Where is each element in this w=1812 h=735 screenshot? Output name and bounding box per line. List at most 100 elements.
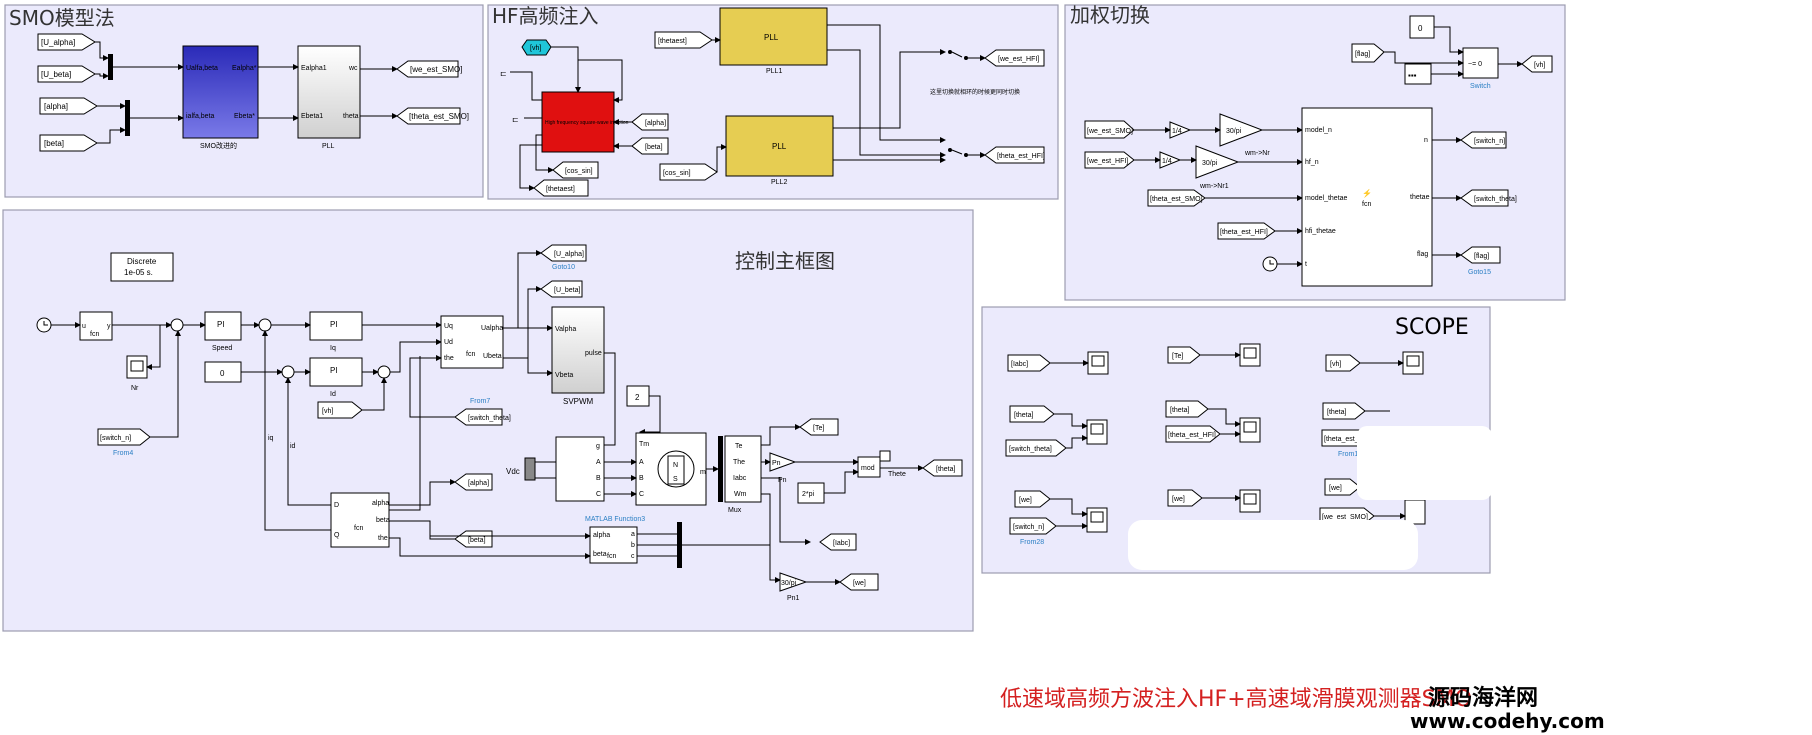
const-2pi-label: 2*pi bbox=[802, 491, 815, 498]
from-alpha-hf[interactable] bbox=[631, 113, 669, 131]
goto-u-alpha[interactable] bbox=[540, 244, 587, 262]
inv-park-ubeta: Ubeta bbox=[483, 353, 502, 360]
goto-u-beta[interactable] bbox=[540, 280, 583, 298]
inv-park-block[interactable] bbox=[440, 315, 504, 369]
from-vh-scope[interactable] bbox=[1325, 354, 1361, 372]
goto-te[interactable] bbox=[799, 418, 839, 436]
demux-bar[interactable] bbox=[718, 436, 723, 502]
from-we-est-smo[interactable] bbox=[1084, 120, 1135, 139]
inv-park-the: the bbox=[444, 355, 454, 362]
smo-block[interactable] bbox=[182, 45, 259, 139]
pll1-block[interactable] bbox=[719, 7, 828, 66]
from-theta-est-hfi-label: [theta_est_HFI] bbox=[1220, 229, 1268, 236]
from-vh-main[interactable] bbox=[317, 401, 363, 419]
from-switch-n-scope[interactable] bbox=[1009, 517, 1057, 535]
from-beta[interactable] bbox=[39, 134, 98, 152]
from-theta-scope-1[interactable] bbox=[1009, 405, 1055, 423]
powergui-discrete[interactable] bbox=[110, 252, 174, 282]
from-switch-theta-scope[interactable] bbox=[1005, 439, 1067, 457]
area-hf-title: HF高频注入 bbox=[492, 4, 599, 28]
goto-switch-n[interactable] bbox=[1460, 131, 1507, 149]
goto-we-est-hfi[interactable] bbox=[984, 49, 1045, 67]
from-u-alpha[interactable] bbox=[37, 33, 96, 51]
from-theta-est-smo[interactable] bbox=[1147, 189, 1206, 207]
sum-vh[interactable] bbox=[377, 365, 391, 379]
from-vh-hf[interactable] bbox=[521, 39, 552, 56]
fcn-out-flag: flag bbox=[1417, 251, 1428, 258]
from-alpha[interactable] bbox=[39, 97, 98, 115]
switch-caption: Switch bbox=[1470, 83, 1491, 90]
svpwm-block[interactable] bbox=[551, 306, 605, 394]
inverter-block[interactable] bbox=[555, 436, 605, 502]
goto-we-est-smo[interactable] bbox=[396, 60, 459, 78]
goto-we[interactable] bbox=[839, 573, 879, 591]
fcn-in-hf-n: hf_n bbox=[1305, 159, 1319, 166]
goto-cos-sin[interactable] bbox=[552, 161, 599, 179]
pll2-block[interactable] bbox=[725, 115, 834, 177]
pi-id[interactable] bbox=[309, 357, 363, 387]
from-we-scope-3[interactable] bbox=[1324, 478, 1361, 496]
from-theta-est-hfi[interactable] bbox=[1217, 222, 1276, 240]
sum-speed[interactable] bbox=[170, 318, 184, 332]
hf-injection-block[interactable] bbox=[541, 91, 615, 153]
smo-port-out1: Ealpha* bbox=[232, 65, 257, 72]
weight-fcn-block[interactable] bbox=[1301, 107, 1433, 287]
from-we-scope-1[interactable] bbox=[1014, 490, 1051, 508]
goto-switch-theta[interactable] bbox=[1460, 189, 1509, 207]
smo-port-out2: Ebeta* bbox=[234, 113, 255, 120]
mod-block[interactable] bbox=[857, 456, 881, 478]
area-weight-title: 加权切换 bbox=[1070, 3, 1150, 27]
park-block[interactable] bbox=[330, 492, 390, 548]
goto-theta-est-hfi[interactable] bbox=[984, 146, 1045, 164]
pi-speed[interactable] bbox=[204, 311, 242, 341]
fcn-icon: ⚡ bbox=[1362, 188, 1372, 198]
fcn-in-t: t bbox=[1305, 261, 1307, 268]
from7-label: From7 bbox=[470, 398, 490, 405]
from-we-scope-3-label: [we] bbox=[1329, 485, 1342, 492]
terminator-1[interactable]: ⊏ bbox=[500, 69, 507, 78]
from-iabc-scope[interactable] bbox=[1007, 354, 1051, 372]
from-cos-sin[interactable] bbox=[659, 163, 718, 181]
goto-thetaest[interactable] bbox=[533, 179, 589, 197]
goto-vh[interactable] bbox=[1521, 55, 1553, 73]
inv-port-a: A bbox=[596, 459, 601, 466]
from-te-scope[interactable] bbox=[1167, 346, 1201, 364]
from-flag[interactable] bbox=[1351, 43, 1385, 63]
from-thetaest[interactable] bbox=[654, 31, 713, 49]
mux-smo-2[interactable] bbox=[125, 100, 130, 136]
terminator-2[interactable]: ⊏ bbox=[512, 115, 519, 124]
from-theta-est-hfi-scope-label: [theta_est_HFI] bbox=[1168, 432, 1216, 439]
from-switch-n-main-label: [switch_n] bbox=[100, 435, 131, 442]
from-switch-n-main[interactable] bbox=[97, 428, 151, 446]
pi-iq[interactable] bbox=[309, 311, 363, 341]
from-u-beta[interactable] bbox=[37, 65, 96, 83]
clarke-block[interactable] bbox=[589, 526, 638, 564]
inv-port-b: B bbox=[596, 475, 601, 482]
gain-30pi-main[interactable] bbox=[779, 572, 808, 592]
sum-iq[interactable] bbox=[258, 318, 272, 332]
from-alpha-label: [alpha] bbox=[44, 102, 68, 111]
from-theta-est-hfi-scope[interactable] bbox=[1165, 425, 1221, 443]
mux-smo-1[interactable] bbox=[108, 54, 113, 80]
thete-display[interactable] bbox=[879, 450, 891, 462]
demux-clarke[interactable] bbox=[677, 522, 682, 568]
goto-beta-main[interactable] bbox=[454, 530, 493, 548]
from-vh-scope-label: [vh] bbox=[1330, 361, 1341, 368]
from-beta-hf[interactable] bbox=[631, 137, 669, 155]
goto-theta-main[interactable] bbox=[922, 459, 963, 477]
from-theta-scope-2[interactable] bbox=[1165, 400, 1209, 418]
scope-we-3[interactable] bbox=[1404, 499, 1426, 525]
from-we-scope-2[interactable] bbox=[1167, 489, 1203, 507]
mux-block[interactable] bbox=[724, 435, 762, 503]
goto-switch-theta-main[interactable] bbox=[454, 408, 503, 426]
goto-alpha-main[interactable] bbox=[454, 473, 493, 491]
sum-id[interactable] bbox=[281, 365, 295, 379]
goto-flag[interactable] bbox=[1460, 246, 1501, 264]
from-we-est-hfi[interactable] bbox=[1084, 151, 1135, 169]
fcn1-block[interactable] bbox=[79, 311, 113, 341]
from-theta-scope-3[interactable] bbox=[1322, 402, 1366, 420]
smo-pll-block[interactable] bbox=[297, 45, 361, 139]
goto-theta-est-smo[interactable] bbox=[396, 107, 461, 125]
vdc-source[interactable] bbox=[524, 457, 536, 481]
goto-iabc[interactable] bbox=[819, 533, 857, 551]
